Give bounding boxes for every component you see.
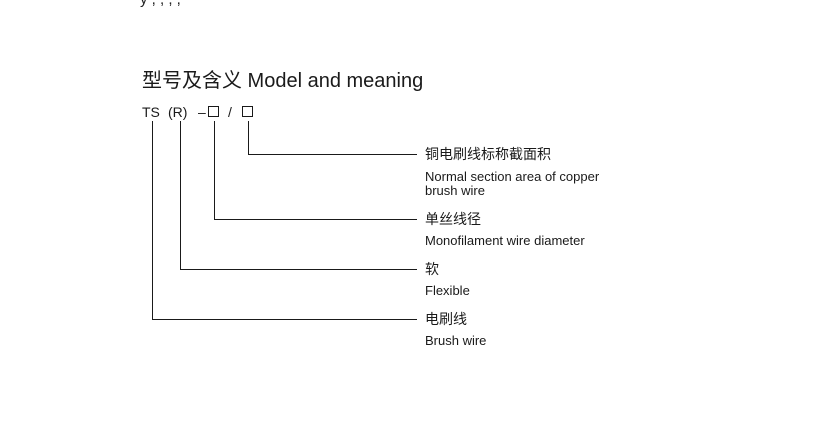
label-section-area-zh: 铜电刷线标称截面积 — [425, 146, 551, 162]
leader-line-section-area — [248, 121, 417, 155]
label-brush-wire-en: Brush wire — [425, 333, 487, 348]
model-code-r: (R) — [168, 104, 188, 120]
label-flexible-zh: 软 — [425, 261, 439, 277]
section-heading: 型号及含义 Model and meaning — [142, 70, 424, 92]
label-flexible-en: Flexible — [425, 283, 470, 298]
label-section-area-en-line1: Normal section area of copper — [425, 169, 600, 184]
leader-line-brush-wire — [152, 121, 417, 320]
model-code-box-1 — [208, 106, 219, 117]
label-monofilament-en: Monofilament wire diameter — [425, 233, 585, 248]
label-flexible: 软 Flexible — [425, 261, 470, 298]
leader-line-flexible — [180, 121, 417, 270]
label-brush-wire-zh: 电刷线 — [425, 311, 467, 327]
model-code-box-2 — [242, 106, 253, 117]
label-section-area-en-line2: brush wire — [425, 183, 485, 198]
clipped-top-text: y , , , , — [140, 0, 181, 8]
model-code-slash: / — [228, 104, 232, 120]
model-code-dash: – — [198, 104, 206, 120]
label-brush-wire: 电刷线 Brush wire — [425, 311, 486, 348]
label-monofilament: 单丝线径 Monofilament wire diameter — [425, 211, 585, 248]
label-monofilament-zh: 单丝线径 — [425, 211, 481, 227]
leader-line-monofilament — [214, 121, 417, 220]
model-code-ts: TS — [142, 104, 160, 120]
label-section-area: 铜电刷线标称截面积 Normal section area of copper … — [425, 146, 599, 198]
